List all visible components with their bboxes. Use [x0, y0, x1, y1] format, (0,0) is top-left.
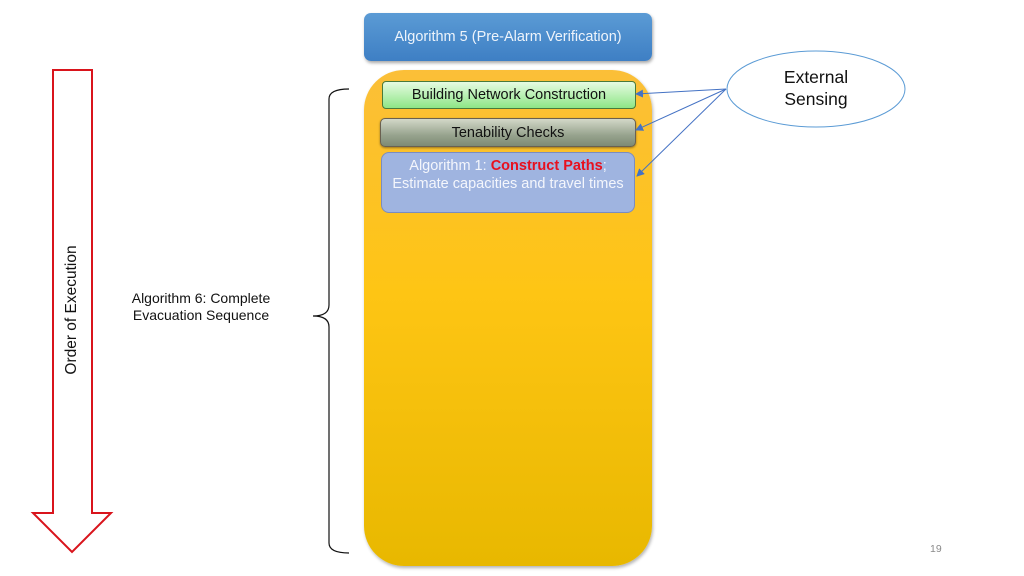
- algorithm-6-label: Algorithm 6: Complete Evacuation Sequenc…: [110, 290, 292, 324]
- order-of-execution-arrow: [30, 69, 114, 554]
- order-of-execution-label: Order of Execution: [63, 245, 80, 375]
- building-network-label: Building Network Construction: [411, 87, 607, 103]
- algorithm-1-box: Algorithm 1: Construct Paths; Estimate c…: [381, 152, 635, 213]
- algorithm-6-line1: Algorithm 6: Complete: [131, 290, 271, 306]
- page-number: 19: [930, 543, 942, 555]
- tenability-checks-box: Tenability Checks: [380, 118, 636, 147]
- construct-paths-highlight: Construct Paths: [490, 158, 603, 174]
- algorithm-5-box: Algorithm 5 (Pre-Alarm Verification): [364, 13, 652, 61]
- external-sensing-ellipse: [726, 50, 906, 128]
- external-sensing-line1: External: [783, 67, 849, 87]
- algorithm-1-prefix: Algorithm 1:: [409, 158, 491, 174]
- external-sensing-label: External Sensing: [728, 66, 904, 110]
- connector-arrow-alg1: [636, 88, 727, 177]
- connector-arrow-tenability: [635, 88, 727, 131]
- tenability-checks-label: Tenability Checks: [451, 124, 565, 141]
- algorithm-6-line2: Evacuation Sequence: [132, 307, 270, 323]
- connector-arrow-building: [635, 88, 727, 98]
- algorithm-1-suffix: ; Estimate capacities and travel times: [392, 158, 624, 192]
- external-sensing-line2: Sensing: [784, 89, 848, 109]
- algorithm-5-label: Algorithm 5 (Pre-Alarm Verification): [394, 29, 622, 45]
- curly-brace: [312, 88, 350, 554]
